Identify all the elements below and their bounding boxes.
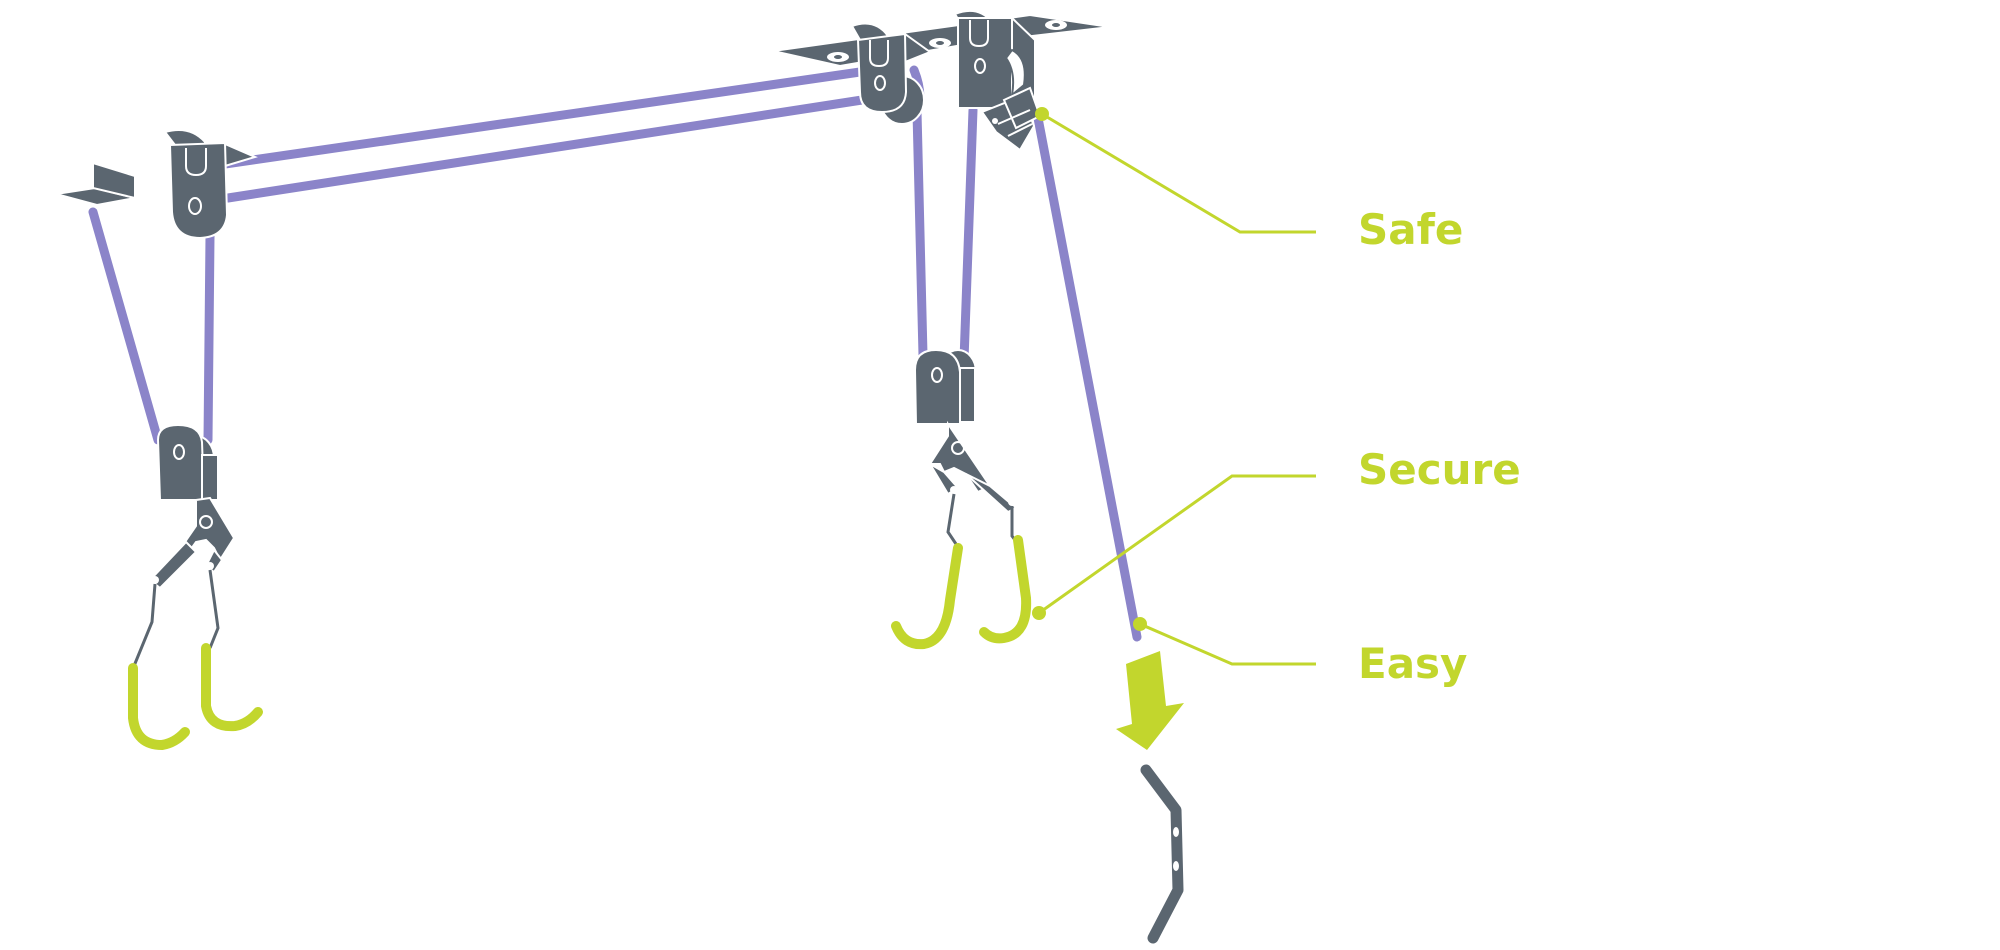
hook-assembly-right (891, 348, 1032, 650)
callout-line-secure (1038, 474, 1316, 615)
down-arrow-icon (1116, 651, 1184, 750)
pulley-block-icon (927, 461, 960, 496)
rope-segment (1033, 113, 1142, 642)
rope-cleat-icon (1140, 764, 1184, 944)
pulley-block-icon (1008, 498, 1016, 506)
j-hook-icon (891, 543, 963, 650)
pulley-block-icon (869, 40, 889, 68)
pulley-block-icon (931, 367, 943, 383)
wall-cleat (1140, 764, 1184, 944)
pulley-block-icon (913, 348, 961, 425)
hook-wire (946, 493, 958, 545)
pulley-block-icon (148, 540, 198, 590)
callout-lines (1038, 112, 1316, 666)
hook-wire (132, 583, 157, 667)
callout-line-easy (1139, 622, 1316, 666)
callout-dot-safe (1035, 107, 1049, 121)
j-hook-icon (979, 535, 1032, 644)
rope-segment (88, 207, 163, 445)
pulley-block-icon (974, 58, 986, 74)
pulley-block-icon (156, 423, 206, 501)
pulley-block-icon (168, 141, 229, 240)
pulley-block-icon (969, 20, 989, 48)
hook-assembly-left (128, 423, 263, 751)
pulley-top-left (163, 129, 258, 240)
callout-dot-easy (1133, 617, 1147, 631)
pulley-top-mid (850, 22, 933, 125)
ceiling-bracket-icon (92, 161, 136, 200)
j-hook-icon (128, 663, 190, 751)
rope-cleat-icon (1173, 827, 1179, 837)
rope-segment (223, 95, 867, 203)
pulley-block-icon (950, 486, 958, 494)
rope-segment (220, 67, 865, 169)
ceiling-bracket-right (772, 13, 1111, 68)
pulley-block-icon (188, 197, 202, 215)
ceiling-bracket-icon (1052, 23, 1060, 27)
pulley-block-icon (959, 367, 976, 423)
pulley-block-icon (185, 148, 207, 177)
callout-label-safe: Safe (1358, 205, 1464, 254)
rope-segment (959, 105, 978, 365)
pulley-block-icon (201, 454, 219, 501)
pulley-block-icon (173, 444, 185, 460)
callout-label-secure: Secure (1358, 445, 1521, 494)
callout-dot-secure (1032, 606, 1046, 620)
pulley-block-icon (856, 32, 908, 114)
ceiling-bracket-icon (936, 41, 944, 45)
rope-cleat-icon (1007, 123, 1033, 137)
pulley-block-icon (874, 75, 886, 91)
rope-cleat-icon (992, 118, 998, 124)
rope-segment (203, 231, 215, 445)
rope-cleat-icon (1004, 48, 1026, 98)
pulley-block-icon (199, 515, 213, 529)
pulley-block-icon (151, 576, 159, 584)
callout-dots (1032, 107, 1147, 631)
pulley-block-icon (206, 562, 214, 570)
j-hook-icon (201, 643, 263, 732)
callout-line-safe (1041, 112, 1316, 234)
ceiling-bracket-icon (834, 55, 842, 59)
rope-lock (980, 48, 1042, 152)
ceiling-bracket-left (55, 161, 136, 207)
pulley-block-icon (965, 473, 1018, 514)
hook-wire (208, 569, 220, 649)
callout-label-easy: Easy (1358, 639, 1468, 688)
pulley-block-icon (951, 441, 965, 455)
rope-cleat-icon (1173, 861, 1179, 871)
rope-cleat-icon (997, 109, 1031, 125)
